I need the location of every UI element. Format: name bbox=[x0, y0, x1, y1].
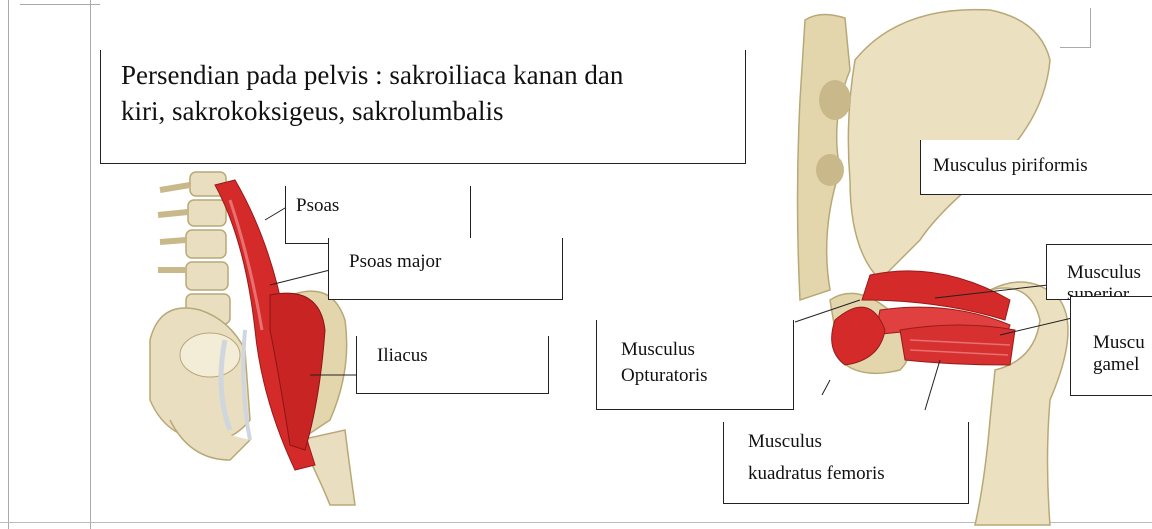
label-iliacus: Iliacus bbox=[356, 336, 549, 394]
label-superior: Musculus superior bbox=[1046, 244, 1152, 300]
label-piriformis: Musculus piriformis bbox=[920, 140, 1152, 195]
label-iliacus-text: Iliacus bbox=[377, 344, 428, 368]
label-piriformis-text: Musculus piriformis bbox=[933, 154, 1088, 178]
label-gamel-line-1: Muscu bbox=[1093, 331, 1145, 355]
label-psoas-text: Psoas bbox=[296, 194, 339, 218]
label-opturatoris-line-2: Opturatoris bbox=[621, 364, 708, 388]
label-kuadratus-line-1: Musculus bbox=[748, 430, 822, 454]
label-psoas-major: Psoas major bbox=[328, 238, 563, 300]
title-line-2: kiri, sakrokoksigeus, sakrolumbalis bbox=[121, 94, 503, 128]
label-psoas: Psoas bbox=[285, 186, 471, 244]
title-callout: Persendian pada pelvis : sakroiliaca kan… bbox=[100, 50, 746, 164]
label-gamel: Muscu gamel bbox=[1070, 296, 1152, 396]
label-superior-line-1: Musculus bbox=[1067, 261, 1141, 285]
label-gamel-line-2: gamel bbox=[1093, 353, 1139, 377]
label-kuadratus-line-2: kuadratus femoris bbox=[748, 462, 885, 486]
title-line-1: Persendian pada pelvis : sakroiliaca kan… bbox=[121, 58, 623, 92]
label-kuadratus: Musculus kuadratus femoris bbox=[723, 422, 969, 504]
label-opturatoris-line-1: Musculus bbox=[621, 338, 695, 362]
label-opturatoris: Musculus Opturatoris bbox=[596, 320, 794, 410]
label-psoas-major-text: Psoas major bbox=[349, 250, 441, 274]
